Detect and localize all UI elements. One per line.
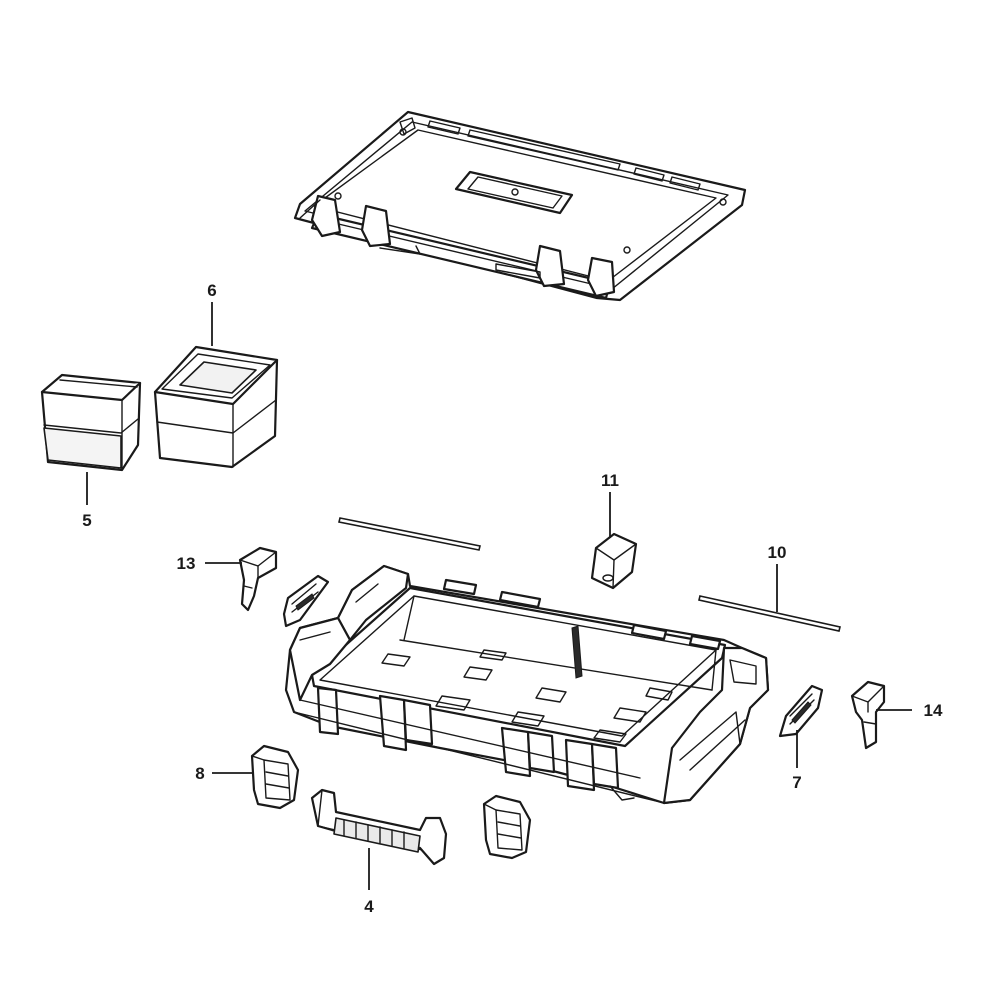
callout-6: 6 (207, 281, 216, 300)
callout-4: 4 (364, 897, 374, 916)
divider-rod-left (338, 517, 481, 551)
front-latch (250, 744, 300, 810)
base-tray (284, 564, 770, 805)
callout-7: 7 (792, 773, 801, 792)
callout-11: 11 (601, 471, 619, 490)
carry-handle (310, 788, 448, 866)
callout-14: 14 (924, 701, 943, 720)
left-hinge-bracket (282, 574, 330, 628)
callout-13: 13 (177, 554, 196, 573)
callout-5: 5 (82, 511, 91, 530)
lid (293, 110, 747, 302)
large-storage-cup (153, 345, 279, 469)
callout-10: 10 (768, 543, 787, 562)
right-hinge-bracket (778, 684, 824, 738)
callout-leaders (86, 302, 912, 890)
spacer-clip (590, 532, 638, 590)
small-storage-cup (40, 373, 142, 472)
callout-8: 8 (195, 764, 204, 783)
divider-rod-right (698, 595, 841, 632)
front-latch-right (482, 794, 532, 860)
left-latch-catch (238, 546, 278, 612)
right-latch-catch (850, 680, 886, 750)
